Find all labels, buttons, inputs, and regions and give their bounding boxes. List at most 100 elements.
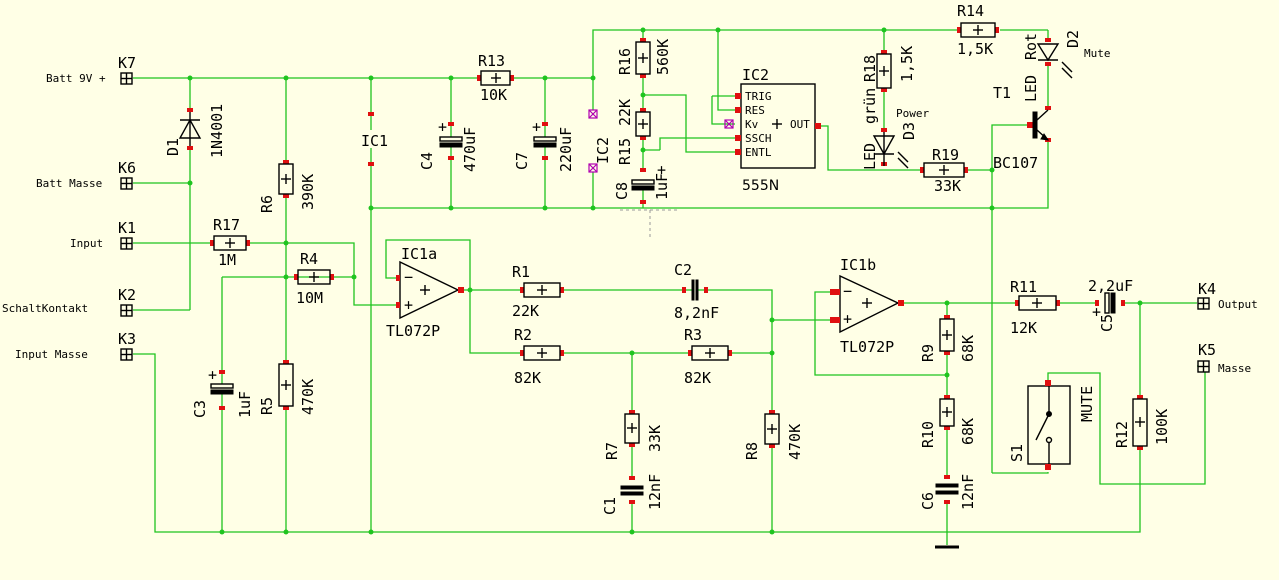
capacitor-ref: C7 [513,152,531,170]
capacitor-c6[interactable]: C6 12nF [919,474,977,510]
resistor-r18[interactable]: R18 1,5K [861,46,916,92]
led-d2[interactable]: D2 Rot LED Mute [1022,30,1111,102]
resistor-value: 1,5K [957,40,993,58]
resistor-r19[interactable]: R19 33K [920,146,968,195]
led-color: Rot [1022,33,1040,60]
resistor-r8[interactable]: R8 470K [743,410,804,460]
connector-k1[interactable]: K1 Input [70,219,136,250]
connector-k4[interactable]: K4 Output [1197,280,1258,311]
connector-k2[interactable]: K2 SchaltKontakt [2,286,136,317]
resistor-r10[interactable]: R10 68K [919,395,977,448]
connector-k5[interactable]: K5 Masse [1197,341,1251,375]
led-note: Power [896,107,929,120]
connector-k3[interactable]: K3 Input Masse [15,330,136,361]
capacitor-value: 2,2uF [1088,277,1133,295]
led-d3[interactable]: D3 grün LED Power [861,88,929,170]
diode-d1[interactable]: D1 1N4001 [164,104,226,158]
capacitor-ref: C8 [613,182,631,200]
resistor-r4[interactable]: R4 10M [294,250,334,307]
capacitor-ref: C5 [1098,314,1116,332]
opamp-value: TL072P [386,322,440,340]
pin-out: OUT [790,118,810,131]
resistor-r1[interactable]: R1 22K [512,263,564,320]
connector-ref: K2 [118,286,136,304]
resistor-r15[interactable]: R15 22K [616,99,651,165]
connector-k7[interactable]: K7 Batt 9V + [46,54,136,85]
resistor-value: 22K [616,99,634,126]
resistor-value: 68K [959,335,977,362]
svg-text:+: + [843,310,852,328]
svg-text:+: + [404,296,413,314]
pin-kv: Kv [745,118,759,131]
resistor-value: 10M [296,289,323,307]
resistor-r2[interactable]: R2 82K [514,326,564,387]
svg-text:+: + [657,161,666,179]
resistor-r11[interactable]: R11 12K [1010,278,1060,337]
resistor-r14[interactable]: R14 1,5K [957,2,999,58]
capacitor-c4[interactable]: + C4 470uF [418,118,479,172]
capacitor-c3[interactable]: + C3 1uF [191,366,254,418]
connector-label: Input Masse [15,348,88,361]
resistor-r3[interactable]: R3 82K [684,326,732,387]
resistor-value: 82K [684,369,711,387]
resistor-r13[interactable]: R13 10K [477,52,514,104]
resistors: R17 1M R4 10M R13 10K R14 1,5K R19 [210,2,1171,460]
opamp-ic1b[interactable]: −+ IC1b TL072P [830,256,904,356]
resistor-ref: R2 [514,326,532,344]
resistor-ref: R3 [684,326,702,344]
resistor-r17[interactable]: R17 1M [210,216,250,269]
opamp-ic1a[interactable]: −+ IC1a TL072P [386,245,464,340]
ic1-supply[interactable]: IC1 [361,112,388,166]
resistor-ref: R17 [213,216,240,234]
capacitor-value: 470uF [461,127,479,172]
transistor-ref: T1 [993,84,1011,102]
led-type: LED [861,143,879,170]
resistor-ref: R18 [861,55,879,82]
ic2-supply[interactable]: IC2 [588,109,612,173]
svg-text:+: + [208,366,217,384]
switch-s1[interactable]: S1 MUTE [1008,380,1096,470]
resistor-r9[interactable]: R9 68K [919,315,977,362]
resistor-ref: R16 [616,48,634,75]
resistor-value: 22K [512,302,539,320]
resistor-value: 390K [299,174,317,210]
led-ref: D2 [1064,30,1082,48]
capacitor-c1[interactable]: C1 12nF [601,474,664,515]
ic2-value: 555N [742,178,779,194]
capacitor-value: 12nF [959,474,977,510]
resistor-ref: R8 [743,442,761,460]
resistor-value: 33K [646,425,664,452]
resistor-r6[interactable]: R6 390K [258,160,317,213]
resistor-r5[interactable]: R5 470K [258,360,317,415]
wires [133,29,1206,545]
connector-k6[interactable]: K6 Batt Masse [36,159,136,190]
capacitors: + C4 470uF + C7 220uF + C3 1uF + C8 [191,118,1133,515]
led-color: grün [861,88,879,124]
capacitor-c8[interactable]: + C8 1uF [613,161,671,204]
resistor-r16[interactable]: R16 560K [616,38,672,78]
capacitor-value: 12nF [646,474,664,510]
resistor-value: 33K [934,177,961,195]
resistor-ref: R1 [512,263,530,281]
led-type: LED [1022,75,1040,102]
capacitor-c5[interactable]: + 2,2uF C5 [1088,277,1133,332]
resistor-value: 470K [299,379,317,415]
capacitor-c7[interactable]: + C7 220uF [513,118,575,172]
resistor-ref: R6 [258,195,276,213]
supply-pins: IC1 IC2 [361,109,680,238]
ic2-555[interactable]: TRIG RES Kv SSCH ENTL OUT IC2 555N [724,66,821,194]
connector-ref: K3 [118,330,136,348]
connector-label: Output [1218,298,1258,311]
diode-ref: D1 [164,138,182,156]
resistor-ref: R12 [1113,421,1131,448]
connector-label: Masse [1218,362,1251,375]
transistor-t1[interactable]: T1 BC107 [993,84,1051,172]
opamp-ref: IC1b [840,256,876,274]
resistor-value: 12K [1010,319,1037,337]
connector-ref: K4 [1198,280,1216,298]
resistor-r7[interactable]: R7 33K [603,410,664,460]
capacitor-c2[interactable]: C2 8,2nF [674,261,719,322]
connector-ref: K6 [118,159,136,177]
resistor-r12[interactable]: R12 100K [1113,395,1171,450]
pin-res: RES [745,104,765,117]
